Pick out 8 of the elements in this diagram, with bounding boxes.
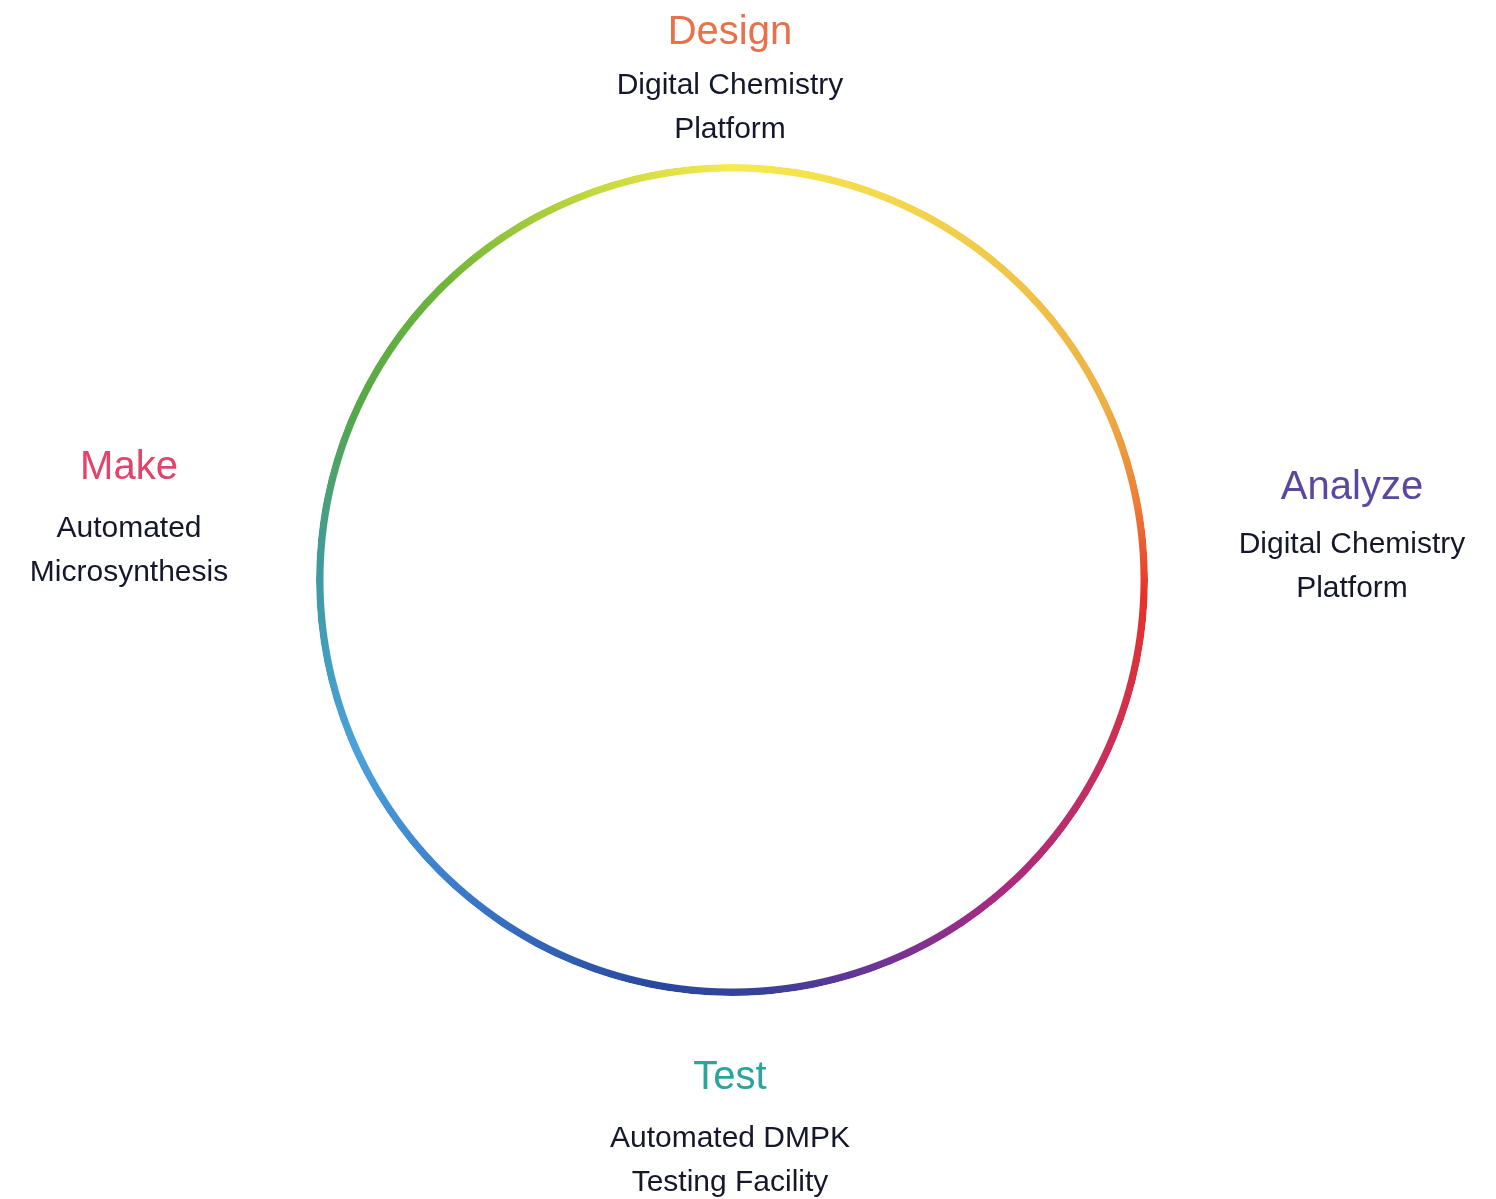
stage-description: Automated DMPK Testing Facility [608,1119,852,1199]
stage-description: Digital Chemistry Platform [615,66,845,146]
stage-description: Automated Microsynthesis [28,509,230,589]
stage-title: Test [692,1052,768,1099]
stage-title: Make [79,442,179,489]
stage-title: Design [666,7,794,54]
stage-description: Digital Chemistry Platform [1237,525,1467,605]
stage-title: Analyze [1279,462,1425,509]
